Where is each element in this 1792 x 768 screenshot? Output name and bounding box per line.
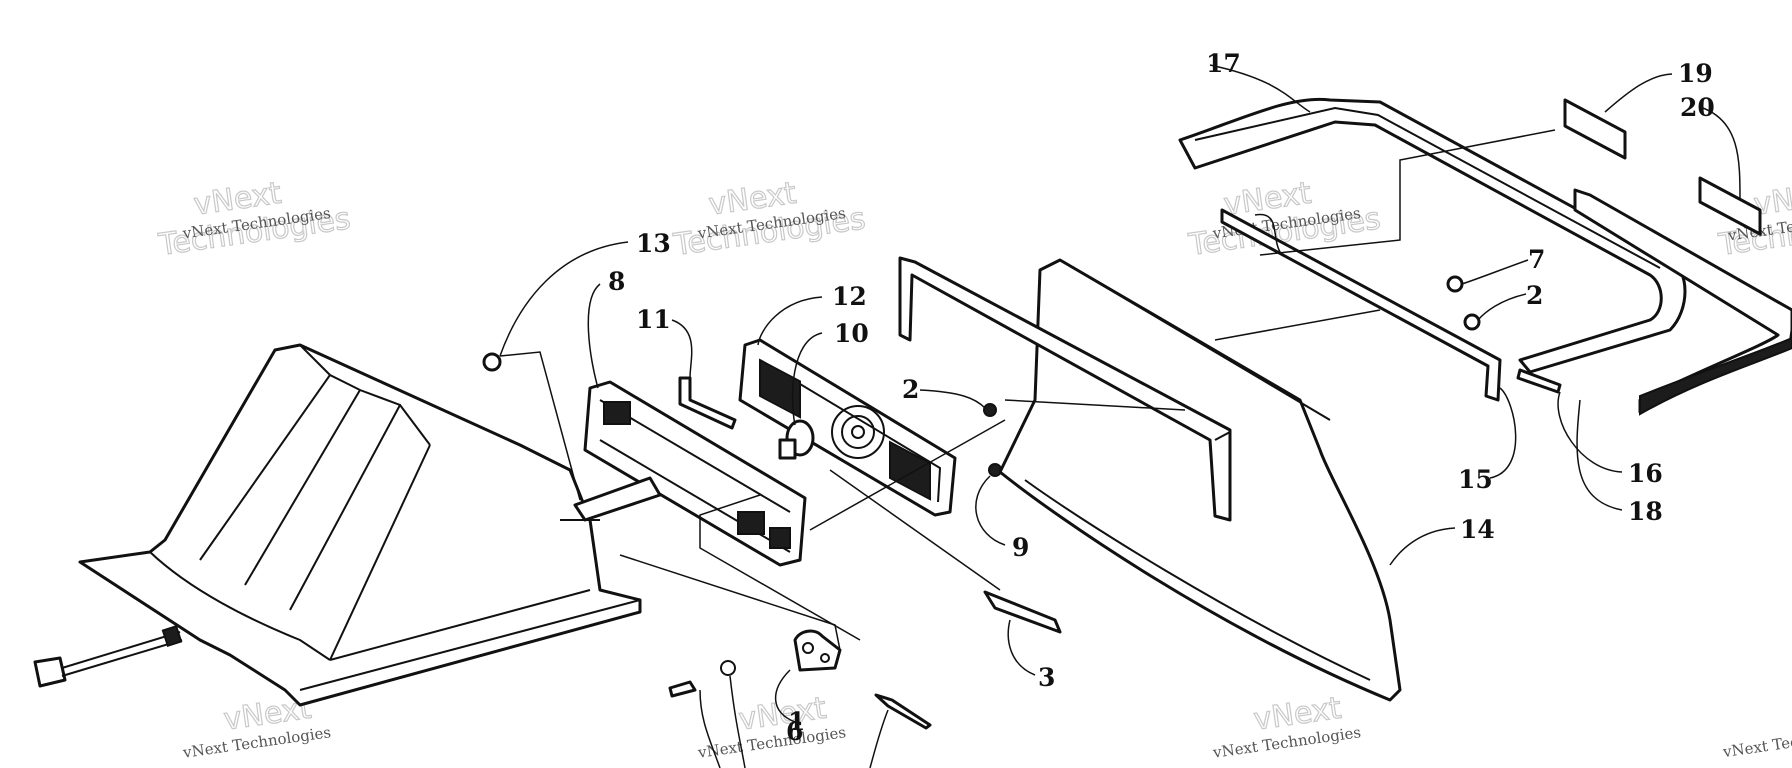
callout-8: 8: [608, 267, 625, 296]
fastener-13: [482, 351, 581, 501]
watermark-caption: vNext Technologies: [1721, 722, 1792, 761]
watermark-tile: vNext vNext Technologies: [696, 690, 847, 762]
panel-top-plate: [898, 256, 1232, 522]
callout-2-right: 2: [1526, 281, 1543, 310]
small-fasteners: [983, 275, 1562, 417]
screw-9: [988, 463, 1002, 477]
callout-20: 20: [1680, 93, 1715, 122]
decal-19: [1563, 98, 1627, 160]
bracket-11: [678, 376, 737, 430]
trim-strip-16: [1573, 188, 1792, 416]
callout-14: 14: [1460, 515, 1495, 544]
watermark-tile: vNext Technologies: [1721, 722, 1792, 761]
wire-harness-plug: [33, 624, 183, 688]
watermark-tile: vNext Technologies vNext Technologies: [670, 175, 868, 263]
callout-3: 3: [1038, 663, 1055, 692]
callout-1: 1: [788, 707, 805, 736]
taillight-housing: [573, 380, 807, 567]
callout-10: 10: [834, 319, 869, 348]
watermark-tile: vNext Technologies vNext Technologies: [155, 175, 353, 263]
callout-13: 13: [636, 229, 671, 258]
callout-9: 9: [1012, 533, 1029, 562]
callout-labels: 13 8 11 12 10 2 9 3 6 1 17 19 20 7 2 15 …: [608, 49, 1715, 746]
callout-11: 11: [636, 305, 671, 334]
callout-12: 12: [832, 282, 867, 311]
callout-19: 19: [1678, 59, 1713, 88]
callout-16: 16: [1628, 459, 1663, 488]
callout-15: 15: [1458, 465, 1493, 494]
callout-7: 7: [1528, 245, 1545, 274]
watermark-tile: vNext vNext Technologies: [1211, 690, 1362, 762]
callout-2-left: 2: [902, 375, 919, 404]
hood-cowl: [78, 343, 642, 707]
rail-bracket-15: [1220, 208, 1502, 402]
pad-3: [983, 590, 1062, 634]
bulb-10: [778, 419, 815, 460]
callout-17: 17: [1206, 49, 1241, 78]
callout-6: 6: [786, 717, 803, 746]
hinge-plate-6: [668, 629, 932, 730]
callout-18: 18: [1628, 497, 1663, 526]
leader-lines: [499, 64, 1741, 768]
rear-panel-14: [998, 258, 1402, 702]
